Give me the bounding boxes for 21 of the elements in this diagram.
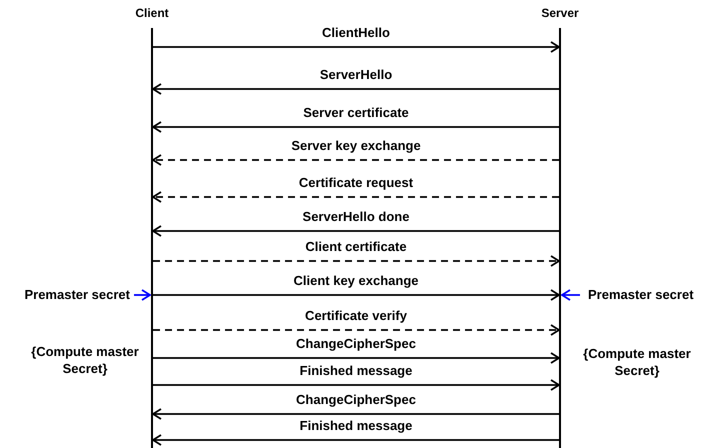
message-arrow: [153, 324, 560, 336]
message-arrow: [153, 352, 560, 364]
message-arrow: [152, 225, 559, 237]
note-text: {Compute master Secret}: [582, 345, 692, 379]
pointer-arrow: [134, 289, 151, 301]
message-arrow: [152, 408, 559, 420]
participant-label: Client: [134, 6, 170, 20]
message-arrow: [153, 41, 560, 53]
message-arrow: [152, 154, 559, 166]
message-arrow: [153, 255, 560, 267]
note-text: Premaster secret: [12, 287, 130, 302]
note-text: Premaster secret: [588, 287, 704, 302]
participant-label: Server: [540, 6, 580, 20]
message-arrow: [153, 379, 560, 391]
message-arrow: [152, 191, 559, 203]
message-arrow: [152, 434, 559, 446]
message-arrow: [153, 289, 560, 301]
message-arrow: [152, 83, 559, 95]
pointer-arrow: [561, 289, 580, 301]
note-text: {Compute master Secret}: [30, 343, 140, 377]
message-arrow: [152, 121, 559, 133]
